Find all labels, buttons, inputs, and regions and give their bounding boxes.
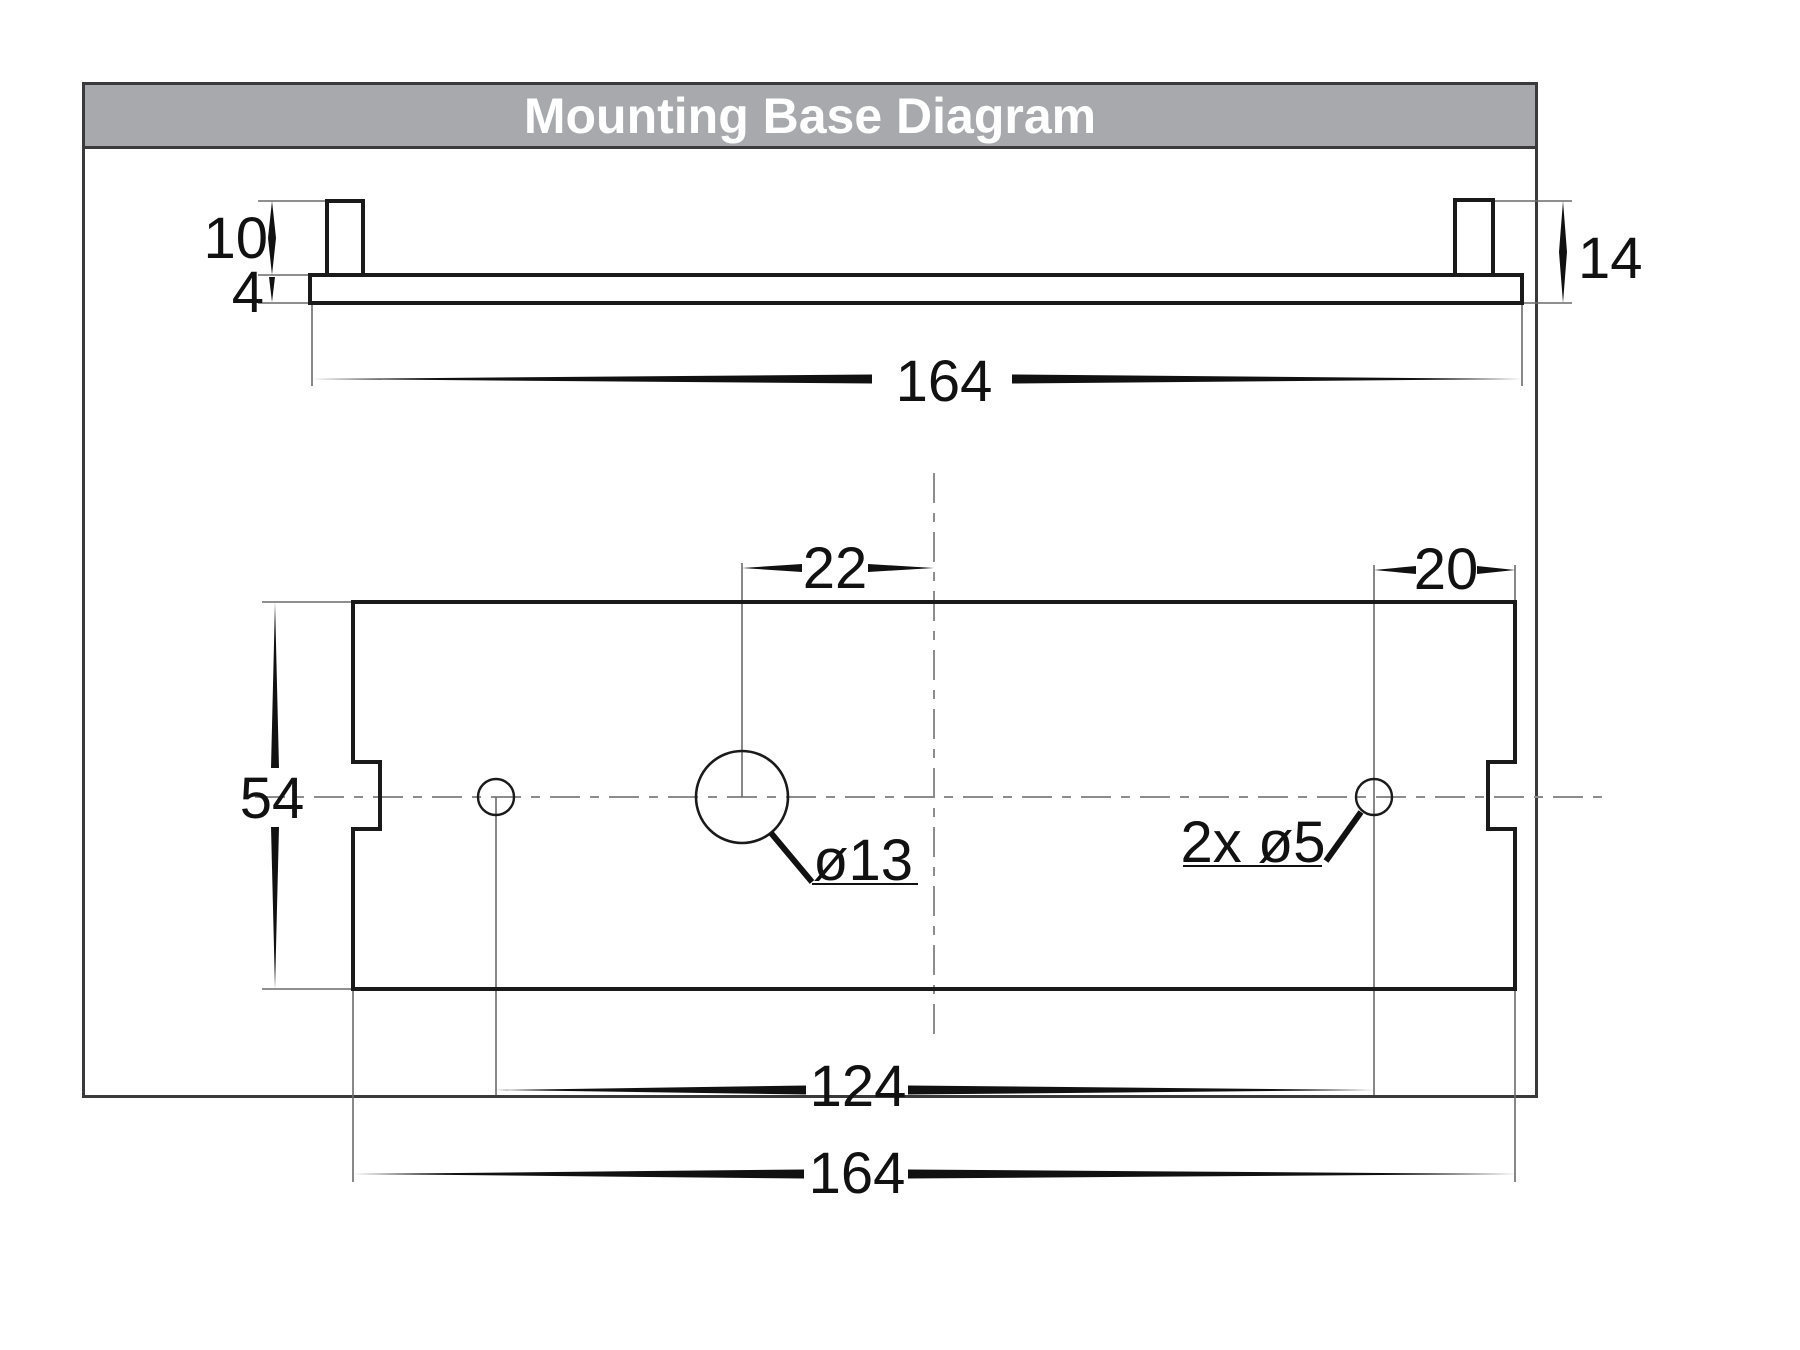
dim-arrow-4 bbox=[269, 277, 275, 302]
dim-arrow-22-right bbox=[868, 564, 934, 572]
dim-text-plate-thickness: 4 bbox=[232, 260, 264, 325]
leader-lines bbox=[768, 810, 1364, 885]
side-view-left-peg bbox=[325, 199, 365, 279]
dim-arrow-20-right bbox=[1477, 566, 1515, 574]
dimension-arrows bbox=[268, 201, 1567, 1179]
label-screw-holes-diameter: 2x ø5 bbox=[1180, 810, 1325, 875]
dim-text-hole-to-edge: 20 bbox=[1414, 537, 1479, 602]
dim-arrow-164-side-left bbox=[312, 374, 872, 384]
dim-arrow-10 bbox=[268, 201, 276, 275]
diagram-title: Mounting Base Diagram bbox=[523, 87, 1097, 144]
mount-hole-left-o5 bbox=[476, 777, 516, 817]
leader-screw-holes bbox=[1323, 810, 1364, 863]
dim-arrow-54-top bbox=[271, 602, 279, 768]
label-center-hole-diameter: ø13 bbox=[813, 828, 913, 893]
dim-arrow-124-left bbox=[496, 1085, 806, 1095]
dim-text-overall-height: 14 bbox=[1578, 226, 1643, 291]
center-hole-o13 bbox=[694, 749, 790, 845]
dim-arrow-124-right bbox=[908, 1085, 1375, 1095]
extension-lines bbox=[258, 200, 1572, 1182]
diagram-title-bar: Mounting Base Diagram bbox=[85, 85, 1535, 149]
dim-arrow-14 bbox=[1559, 201, 1567, 303]
dim-text-peg-height: 10 bbox=[203, 206, 268, 271]
dim-text-hole-spacing: 124 bbox=[810, 1054, 907, 1119]
dim-arrow-20-left bbox=[1374, 566, 1416, 574]
diagram-frame: Mounting Base Diagram bbox=[82, 82, 1538, 1098]
dimension-labels: 10 4 14 164 22 20 54 ø13 2x ø5 124 164 bbox=[203, 206, 1642, 1206]
side-view-right-peg bbox=[1453, 198, 1495, 279]
dim-arrow-164-side-right bbox=[1012, 374, 1522, 384]
dim-arrow-164-right bbox=[908, 1169, 1517, 1179]
top-view-plate-outline bbox=[351, 600, 1517, 991]
dim-arrow-164-left bbox=[353, 1169, 804, 1179]
dim-text-side-length: 164 bbox=[896, 349, 993, 414]
dim-text-length: 164 bbox=[809, 1141, 906, 1206]
side-view bbox=[308, 198, 1524, 305]
leader-center-hole bbox=[768, 831, 815, 884]
dim-text-hole-to-centerline: 22 bbox=[803, 536, 868, 601]
mount-hole-right-o5 bbox=[1354, 777, 1394, 817]
side-view-plate bbox=[308, 273, 1524, 305]
dim-arrow-22-left bbox=[742, 564, 802, 572]
dim-text-width: 54 bbox=[240, 766, 305, 831]
centerlines bbox=[255, 473, 1612, 1038]
dim-arrow-54-bottom bbox=[271, 827, 279, 989]
